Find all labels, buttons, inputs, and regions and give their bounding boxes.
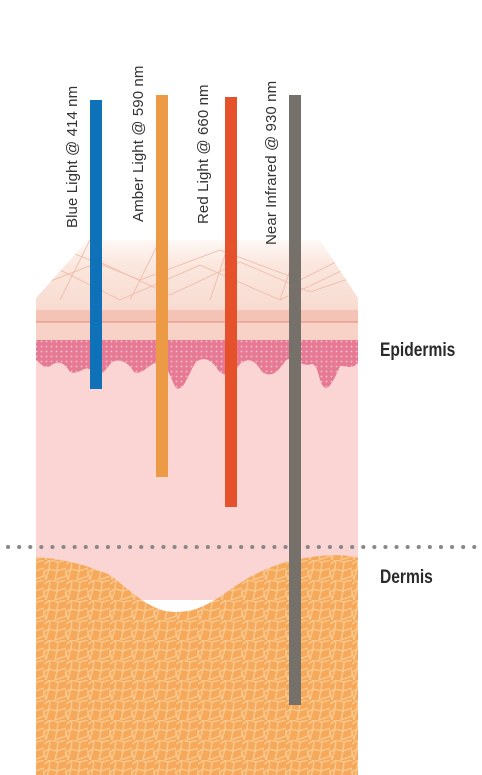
dermis-label: Dermis <box>380 567 433 589</box>
near-infrared-bar <box>289 95 301 705</box>
amber-light-label: Amber Light @ 590 nm <box>130 66 147 222</box>
red-light-label: Red Light @ 660 nm <box>195 84 212 224</box>
blue-light-label: Blue Light @ 414 nm <box>64 86 81 228</box>
epidermis-label: Epidermis <box>380 340 455 362</box>
skin-block <box>0 230 482 775</box>
near-infrared-label: Near Infrared @ 930 nm <box>263 81 280 245</box>
blue-light-bar <box>90 100 102 389</box>
amber-light-bar <box>156 95 168 477</box>
dermis-tissue <box>0 340 482 600</box>
red-light-bar <box>225 97 237 507</box>
stratum-band <box>0 310 482 322</box>
